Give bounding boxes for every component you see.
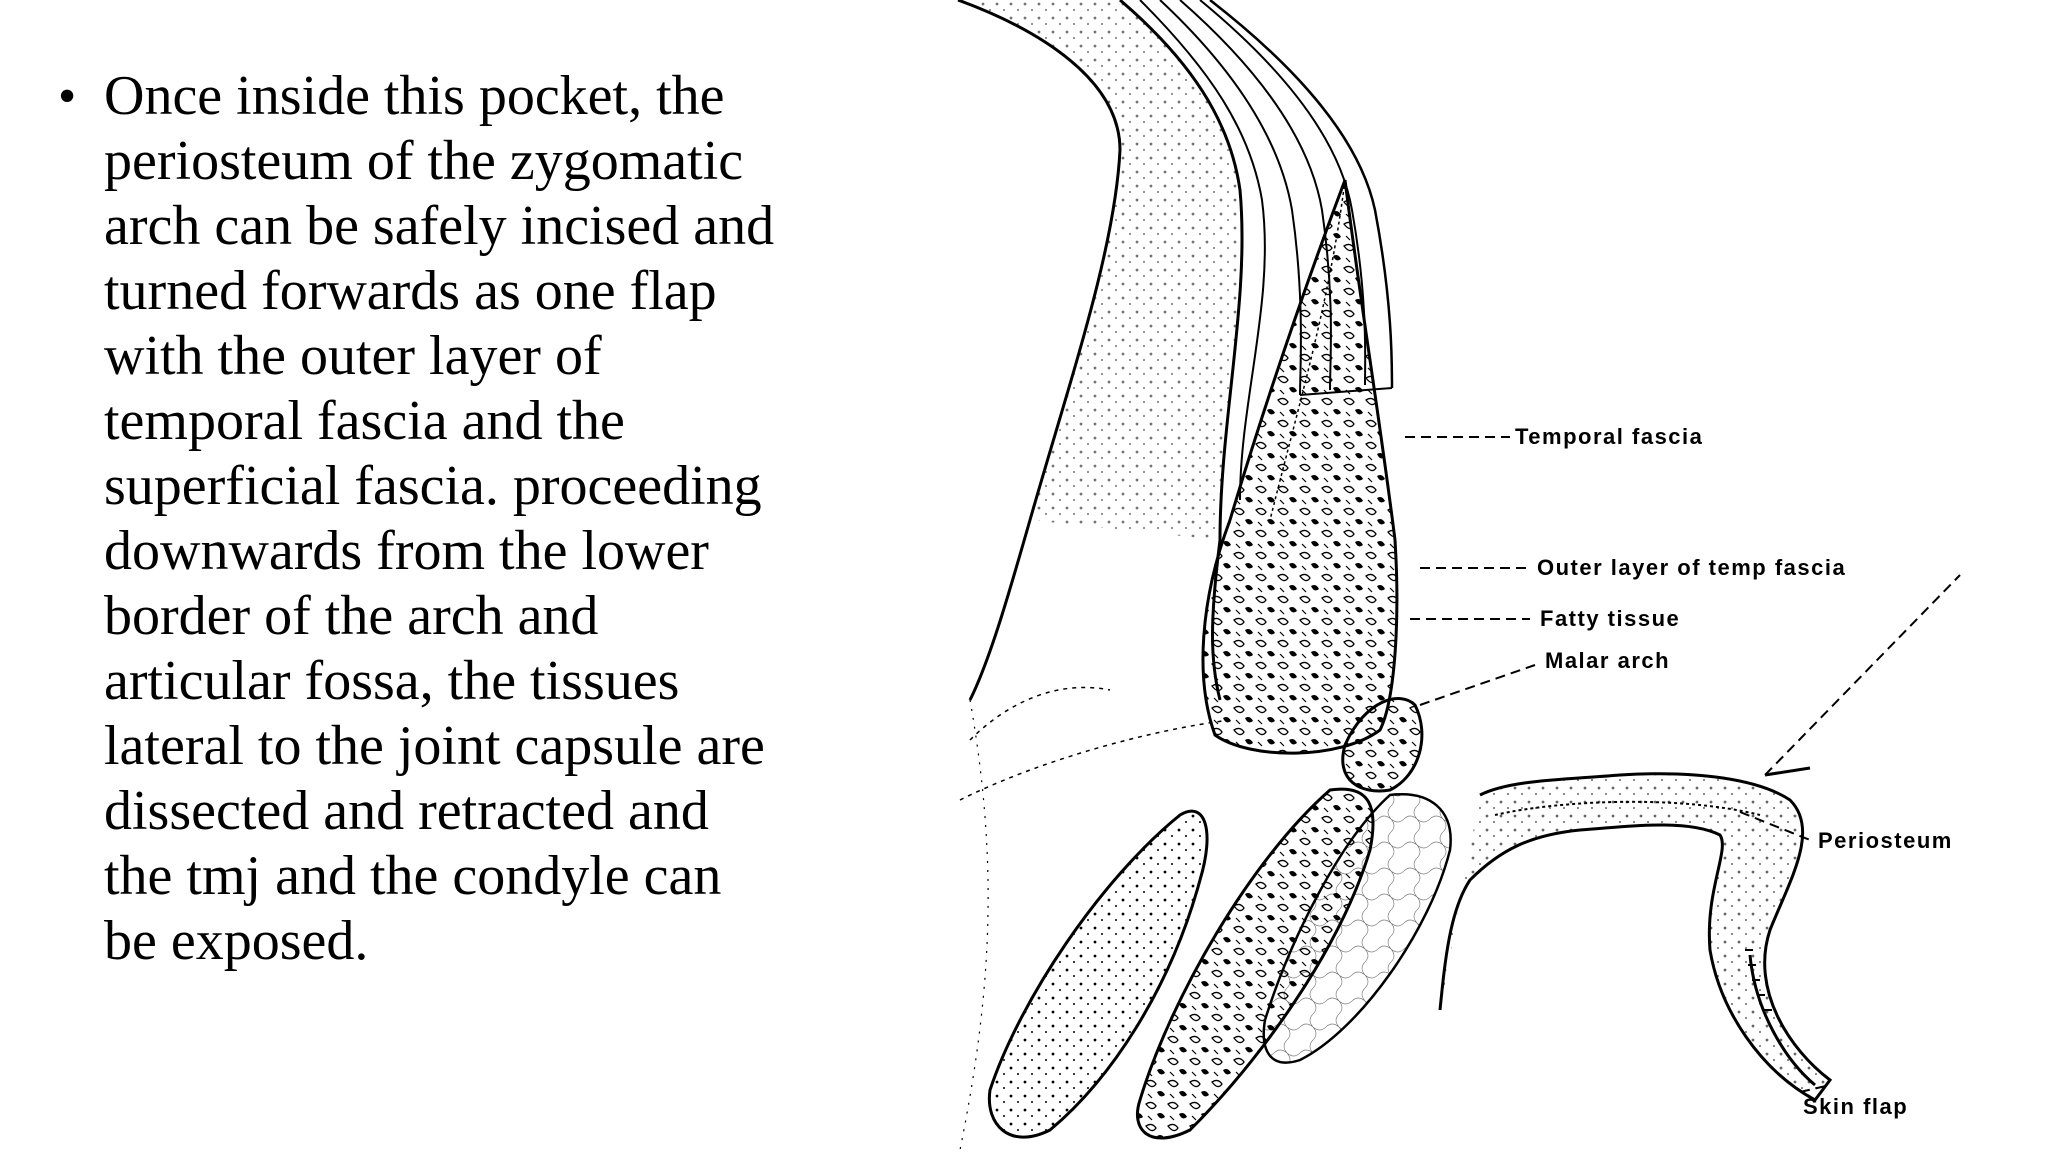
bullet-text-block: • Once inside this pocket, the periosteu… bbox=[58, 64, 848, 974]
text-line-2: periosteum of the zygomatic bbox=[104, 130, 744, 192]
text-line-4: turned forwards as one flap bbox=[104, 260, 717, 322]
text-line-3: arch can be safely incised and bbox=[104, 195, 775, 257]
temporal-muscle bbox=[1201, 179, 1399, 755]
skin-flap bbox=[1438, 766, 1833, 1102]
label-fatty-tissue: Fatty tissue bbox=[1540, 606, 1680, 631]
text-line-6: temporal fascia and the bbox=[104, 390, 625, 452]
text-line-11: lateral to the joint capsule are bbox=[104, 715, 765, 777]
label-malar-arch: Malar arch bbox=[1545, 648, 1670, 673]
text-line-9: border of the arch and bbox=[104, 585, 599, 647]
text-line-1: Once inside this pocket, the bbox=[104, 65, 725, 127]
anatomy-figure: Temporal fascia Outer layer of temp fasc… bbox=[880, 0, 2048, 1152]
text-line-8: downwards from the lower bbox=[104, 520, 709, 582]
text-line-14: be exposed. bbox=[104, 910, 369, 972]
lower-left-structure bbox=[959, 686, 1452, 1151]
label-temporal-fascia: Temporal fascia bbox=[1515, 424, 1703, 449]
bullet-paragraph: Once inside this pocket, the periosteum … bbox=[104, 64, 774, 974]
text-line-13: the tmj and the condyle can bbox=[104, 845, 722, 907]
text-line-10: articular fossa, the tissues bbox=[104, 650, 680, 712]
tmj-cross-section-drawing: Temporal fascia Outer layer of temp fasc… bbox=[957, 0, 1961, 1151]
label-periosteum: Periosteum bbox=[1818, 828, 1953, 853]
text-line-5: with the outer layer of bbox=[104, 325, 602, 387]
bullet-marker: • bbox=[58, 68, 77, 125]
label-outer-layer-temp-fascia: Outer layer of temp fascia bbox=[1537, 555, 1846, 580]
text-line-7: superficial fascia. proceeding bbox=[104, 455, 762, 517]
leader-lines bbox=[1405, 436, 1961, 1093]
text-line-12: dissected and retracted and bbox=[104, 780, 709, 842]
malar-arch bbox=[1341, 697, 1424, 793]
label-skin-flap: Skin flap bbox=[1803, 1094, 1908, 1119]
